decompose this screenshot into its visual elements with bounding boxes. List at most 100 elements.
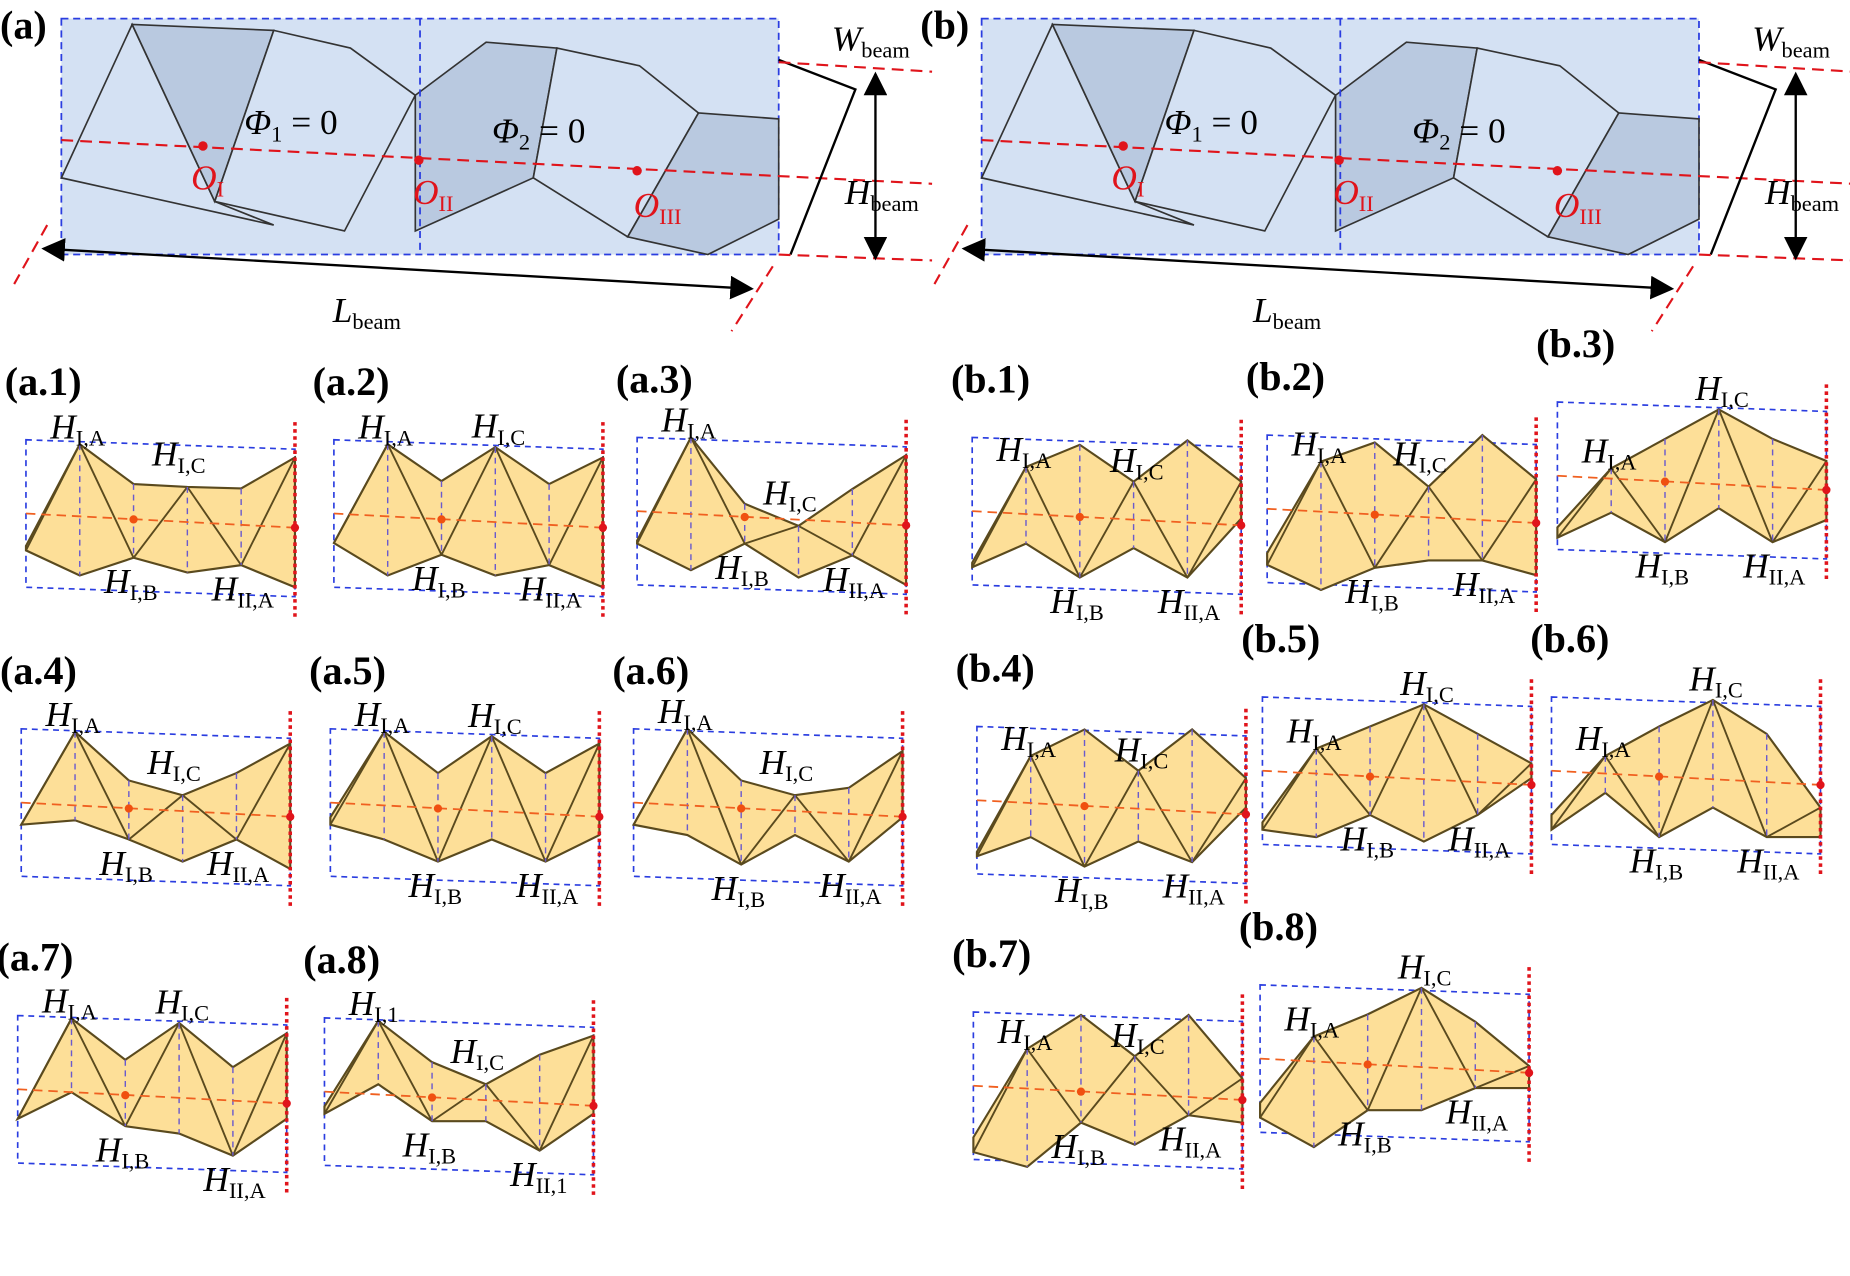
height-marker-label-subscript: I,B xyxy=(130,580,158,605)
end-dot xyxy=(1238,1095,1247,1105)
height-marker-label-subscript: II,A xyxy=(237,588,275,613)
height-marker-label-subscript: I,C xyxy=(1426,682,1454,707)
height-marker-label: HI,A xyxy=(357,406,414,450)
bounding-box xyxy=(1259,984,1530,1143)
height-marker-label-symbol: H xyxy=(1742,546,1771,586)
height-marker-label-symbol: H xyxy=(206,843,235,883)
height-marker-label-symbol: H xyxy=(1340,818,1369,858)
fold-line xyxy=(74,731,130,840)
height-marker-label: HI,A xyxy=(1581,430,1638,474)
height-marker-label-subscript: II,A xyxy=(232,862,270,887)
length-guide xyxy=(933,224,969,285)
fold-line xyxy=(851,454,907,556)
height-marker-label-subscript: II,A xyxy=(545,588,583,613)
height-marker-label: HII,A xyxy=(519,569,583,613)
beam-height-label-symbol: H xyxy=(844,172,873,212)
subpanel-label: (b.8) xyxy=(1239,904,1318,949)
height-marker-label-symbol: H xyxy=(997,1011,1026,1051)
height-marker-label: HI,B xyxy=(1337,1114,1392,1158)
end-dot xyxy=(1524,1068,1534,1077)
height-marker-label-subscript: I,B xyxy=(1076,600,1104,625)
height-marker-label-subscript: II,A xyxy=(1474,837,1512,862)
fold-line xyxy=(485,1083,541,1152)
fold-line xyxy=(78,443,135,559)
centroid-label-symbol: O xyxy=(413,172,439,212)
height-marker-label-subscript: II,A xyxy=(848,578,886,603)
end-dot xyxy=(1822,485,1831,495)
height-marker-label: HI,A xyxy=(1286,711,1343,755)
subpanel-label: (b.7) xyxy=(952,931,1031,976)
subpanel-label: (a.4) xyxy=(0,648,77,693)
center-dot xyxy=(1075,512,1084,522)
subpanel-label: (b.5) xyxy=(1241,616,1320,661)
height-marker-label: HI,B xyxy=(98,843,153,887)
origami-facet xyxy=(213,29,417,232)
height-marker-label: HI,C xyxy=(151,434,206,478)
height-marker-label-symbol: H xyxy=(151,434,180,474)
centroid-dot xyxy=(1552,166,1563,176)
fold-line xyxy=(1080,1055,1136,1124)
subpanel-label: (a.8) xyxy=(303,937,380,982)
height-marker-label-symbol: H xyxy=(49,406,78,446)
subpanel-label: (a.5) xyxy=(309,648,386,693)
subpanel-label: (a.1) xyxy=(5,359,82,404)
center-dot xyxy=(1076,1087,1086,1096)
centroid-label: OI xyxy=(191,158,224,202)
height-marker-label-subscript: I,A xyxy=(1312,730,1342,755)
end-dot xyxy=(1241,810,1251,819)
fold-line xyxy=(847,750,904,862)
height-marker-label: HI,C xyxy=(1392,433,1447,477)
subpanel-label: (b.3) xyxy=(1536,321,1615,366)
height-marker-label: HI,B xyxy=(1049,581,1104,625)
height-marker-label-symbol: H xyxy=(45,694,74,734)
fold-line xyxy=(132,486,189,559)
height-marker-label: HII,A xyxy=(1162,866,1226,910)
height-marker-label: HI,C xyxy=(1694,368,1749,412)
beam-length-label-symbol: L xyxy=(1252,290,1273,330)
centroid-label-symbol: O xyxy=(634,185,660,225)
height-marker-label-symbol: H xyxy=(657,691,686,731)
height-marker-label: HI,C xyxy=(449,1031,504,1075)
folded-strip xyxy=(15,1016,288,1157)
end-dot xyxy=(1816,780,1825,790)
fold-line xyxy=(1658,699,1714,838)
fold-line xyxy=(1717,409,1774,543)
fold-line xyxy=(1422,703,1479,816)
fold-line xyxy=(1420,987,1477,1089)
height-marker-label: HI,A xyxy=(354,694,411,738)
height-marker-label-subscript: I,A xyxy=(1317,443,1347,468)
end-dot xyxy=(901,521,911,530)
fold-line xyxy=(740,794,796,866)
height-marker-label: HII,A xyxy=(1736,840,1800,884)
height-marker-label-symbol: H xyxy=(1000,718,1029,758)
height-marker-label-symbol: H xyxy=(354,694,383,734)
height-marker-label-symbol: H xyxy=(155,981,184,1021)
length-arrow xyxy=(41,238,754,300)
fold-line xyxy=(494,446,550,566)
fold-line xyxy=(1025,466,1081,578)
height-marker-label-symbol: H xyxy=(1694,368,1723,408)
fold-line xyxy=(1266,461,1322,566)
height-marker-label: HI,C xyxy=(467,695,522,739)
fold-line xyxy=(490,735,547,862)
origami-facet xyxy=(1133,29,1337,232)
fold-line xyxy=(798,525,853,557)
height-marker-label-subscript: I,A xyxy=(1607,450,1637,475)
height-marker-label-subscript: I,B xyxy=(428,1144,456,1169)
centroid-label-subscript: II xyxy=(438,191,453,216)
height-marker-label-symbol: H xyxy=(1054,870,1083,910)
height-marker-label: HII,A xyxy=(202,1159,266,1203)
height-marker-label: HI,B xyxy=(1054,870,1109,914)
centroid-label-subscript: II xyxy=(1359,191,1374,216)
beam-height-label-subscript: beam xyxy=(1791,191,1840,216)
height-marker-label-symbol: H xyxy=(449,1031,478,1071)
height-marker-label-symbol: H xyxy=(1575,718,1604,758)
center-dot xyxy=(433,804,443,813)
